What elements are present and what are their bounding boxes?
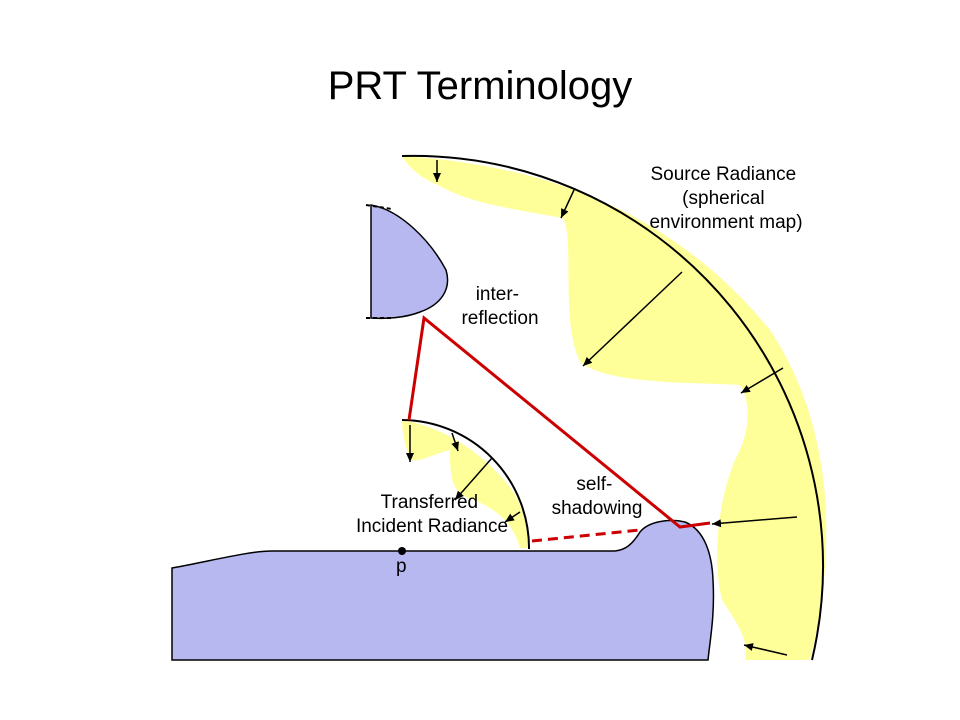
transferred-arrow [451,432,459,452]
surface-object [171,519,715,661]
label-point-p: p [396,556,407,577]
occluder-dashes-top [365,204,393,210]
source-radiance-arc [401,154,824,661]
self-shadowing-ray [531,528,641,543]
source-arrow [743,643,788,656]
occluder-object [370,204,449,320]
source-radiance-lobe [402,156,827,660]
label-source-radiance: Source Radiance (spherical environment m… [649,164,802,233]
source-arrow [740,367,784,394]
source-arrow [560,189,575,219]
label-transferred-radiance: Transferred Incident Radiance [356,492,508,537]
source-arrow [711,516,798,528]
point-p [398,547,406,555]
transferred-arrow [454,457,493,501]
slide-title: PRT Terminology [327,64,633,108]
transferred-arrow [504,511,521,523]
transferred-radiance-lobe [402,420,528,548]
interreflection-ray [407,315,711,529]
label-self-shadowing: self- shadowing [552,474,643,519]
label-interreflection: inter- reflection [461,284,538,329]
source-arrow [582,271,683,367]
